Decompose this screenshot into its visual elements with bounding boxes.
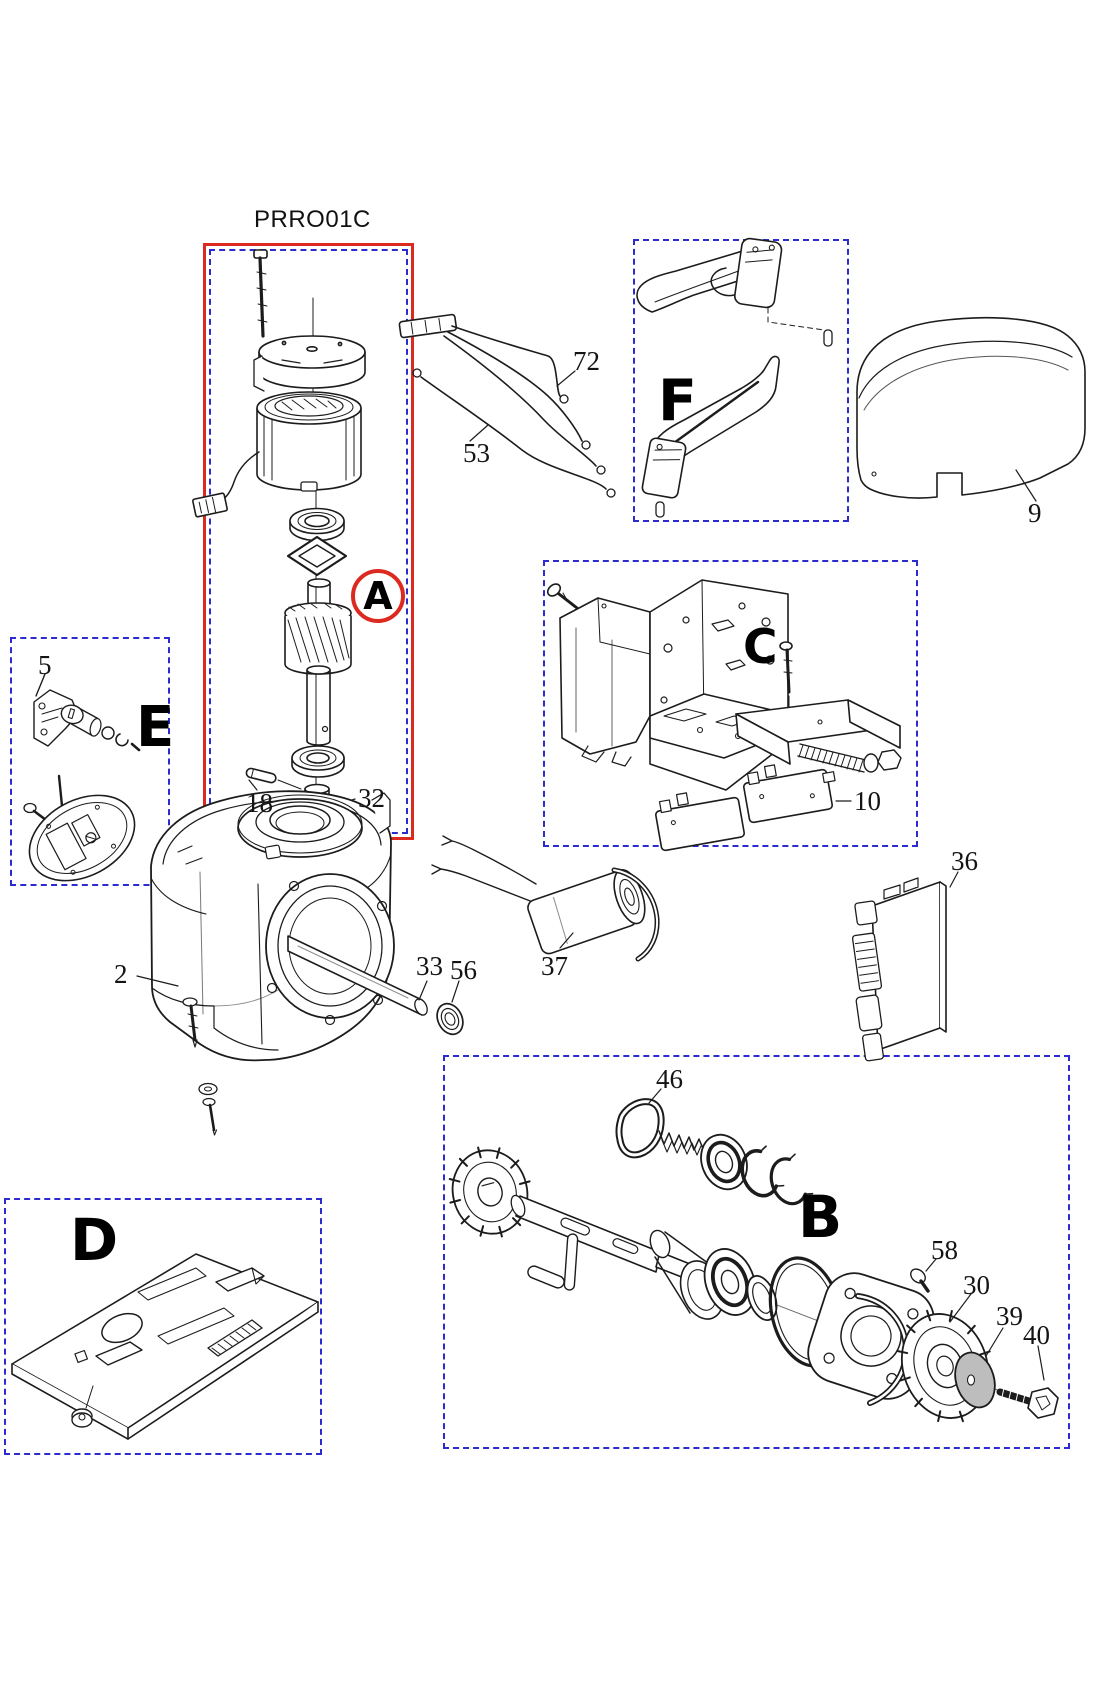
callout-10: 10 [854, 786, 881, 816]
leader-37 [559, 932, 574, 949]
thrust-washer [954, 1351, 996, 1409]
leader-46 [648, 1088, 662, 1104]
callout-9: 9 [1028, 498, 1042, 528]
gearbox-housing-group [136, 790, 464, 1136]
drive-shaft [287, 935, 428, 1016]
base-plate-group [11, 1253, 319, 1440]
capacitor [431, 835, 660, 962]
callout-32: 32 [358, 783, 385, 813]
gear-shaft-assembly-group [448, 1088, 1059, 1423]
callout-18: 18 [246, 788, 273, 818]
ball-bearing-lower [703, 1248, 757, 1316]
section-d-letter: D [70, 1206, 119, 1274]
callout-53: 53 [463, 438, 490, 468]
flange-screw [910, 1258, 937, 1293]
lock-cam-bracket [33, 689, 79, 747]
callout-58: 58 [931, 1235, 958, 1265]
circlips [740, 1145, 814, 1206]
callout-40: 40 [1023, 1320, 1050, 1350]
gasket [615, 1088, 665, 1159]
callout-39: 39 [996, 1301, 1023, 1331]
release-lever-blade [641, 355, 780, 518]
leader-58 [925, 1258, 937, 1272]
washer-screw [198, 1082, 218, 1136]
section-e-group-box [10, 637, 170, 886]
section-a-badge: A [351, 569, 405, 623]
section-f-letter: F [658, 368, 697, 434]
callout-2: 2 [114, 959, 128, 989]
callout-33: 33 [416, 951, 443, 981]
motor-screw [253, 249, 268, 338]
pinion-gear [448, 1146, 532, 1238]
section-d-group-box [4, 1198, 322, 1455]
section-c-letter: C [743, 620, 778, 675]
control-board [851, 871, 959, 1062]
lock-cylinder [60, 704, 141, 752]
callout-5: 5 [38, 650, 52, 680]
microswitches [654, 764, 852, 852]
upper-bearing [289, 507, 345, 542]
cover [856, 316, 1086, 502]
section-f-group-box [633, 239, 849, 522]
rotor [284, 578, 352, 746]
ball-bearing-upper [700, 1133, 748, 1191]
leader-18 [248, 779, 258, 791]
leader-56 [451, 980, 460, 1003]
motor-assembly-group [192, 249, 366, 835]
bracket-shell [559, 597, 651, 767]
shaft-bearing [436, 1002, 464, 1036]
leader-36 [949, 871, 959, 888]
callout-36: 36 [951, 846, 978, 876]
leader-33 [418, 980, 428, 1001]
motor-wires-group [398, 313, 616, 498]
spring [658, 1130, 705, 1156]
hex-bolt [996, 1387, 1059, 1419]
motor-end-cap [253, 335, 366, 392]
leader-40 [1037, 1345, 1045, 1381]
leader-53 [469, 424, 489, 442]
brush-wire [192, 451, 260, 518]
leader-72 [556, 370, 576, 387]
leader-39 [985, 1327, 1004, 1357]
plate-nut [71, 1385, 94, 1428]
leader-2 [136, 975, 179, 987]
lower-bearing [291, 745, 345, 778]
leader-5b [35, 673, 46, 697]
section-b-letter: B [798, 1183, 843, 1251]
lock-release-group [23, 673, 141, 882]
leader-30 [949, 1293, 972, 1323]
square-gasket [286, 535, 348, 577]
section-a-letter: A [363, 574, 393, 618]
section-c-group-box [543, 560, 918, 847]
bracket-screw [546, 583, 579, 610]
housing-screw [182, 997, 199, 1048]
limit-switch-bracket-group [546, 579, 902, 852]
callout-46: 46 [656, 1064, 683, 1094]
callout-72: 72 [573, 346, 600, 376]
release-handle [636, 237, 833, 347]
section-e-letter: E [136, 695, 175, 760]
bracket-backplate [649, 579, 789, 791]
pin [245, 767, 302, 790]
slide-plate-threaded-rod [735, 699, 902, 773]
shaft-pins [527, 1233, 579, 1291]
release-lever-group [636, 237, 833, 518]
callout-30: 30 [963, 1270, 990, 1300]
section-b-group-box [443, 1055, 1070, 1449]
stator [256, 391, 362, 492]
callout-56: 56 [450, 955, 477, 985]
leader-9 [1015, 469, 1037, 502]
callout-37: 37 [541, 951, 568, 981]
diagram-title: PRRO01C [254, 206, 371, 233]
lock-plate [23, 774, 136, 882]
